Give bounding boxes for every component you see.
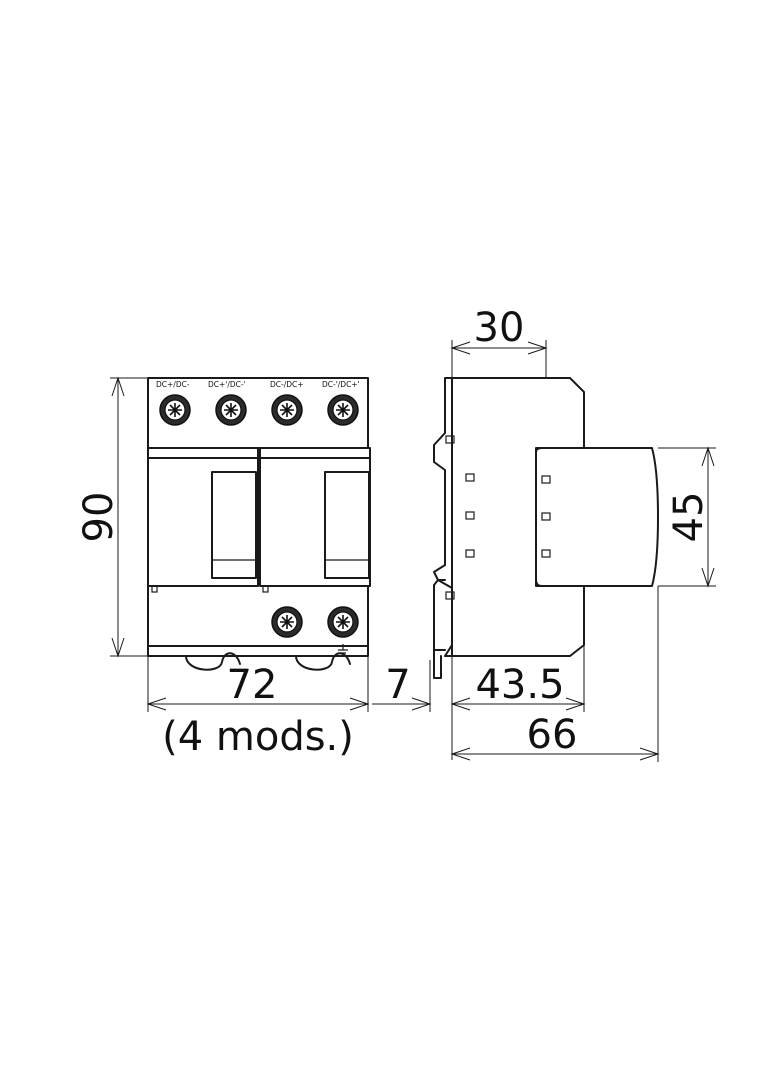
dimension-rail-offset: 7 <box>372 656 471 760</box>
screw-terminal-icon <box>327 394 359 426</box>
dim-front-height-label: 45 <box>666 492 712 543</box>
dim-rail-offset-label: 7 <box>385 662 410 708</box>
screw-terminal-icon <box>327 606 359 638</box>
terminal-label-3: DC-/DC+ <box>270 380 304 389</box>
protection-module-left <box>147 447 259 587</box>
front-view: DC+/DC- DC+'/DC-' DC-/DC+ DC-'/DC+' <box>147 377 371 671</box>
terminal-label-1: DC+/DC- <box>156 380 190 389</box>
side-view <box>433 377 659 679</box>
screw-terminal-icon <box>159 394 191 426</box>
dim-top-width-label: 30 <box>474 305 525 351</box>
dimension-width: 72 (4 mods.) <box>146 656 370 760</box>
dim-depth-front-label: 43.5 <box>475 662 564 708</box>
dim-height-label: 90 <box>76 492 122 543</box>
terminal-label-2: DC+'/DC-' <box>208 380 246 389</box>
ground-symbol-icon <box>338 644 348 657</box>
protection-module-right <box>259 447 371 587</box>
dim-modules-label: (4 mods.) <box>162 714 354 760</box>
dimension-height: 90 <box>76 376 148 658</box>
dimension-front-height: 45 <box>658 446 716 588</box>
terminal-label-4: DC-'/DC+' <box>322 380 360 389</box>
dimension-top-width: 30 <box>450 305 548 378</box>
dim-width-label: 72 <box>227 662 278 708</box>
dimension-depth-front: 43.5 <box>452 645 586 712</box>
screw-terminal-icon <box>271 394 303 426</box>
screw-terminal-icon <box>271 606 303 638</box>
screw-terminal-icon <box>215 394 247 426</box>
dimension-depth-total: 66 <box>450 586 660 762</box>
dim-depth-total-label: 66 <box>527 712 578 758</box>
